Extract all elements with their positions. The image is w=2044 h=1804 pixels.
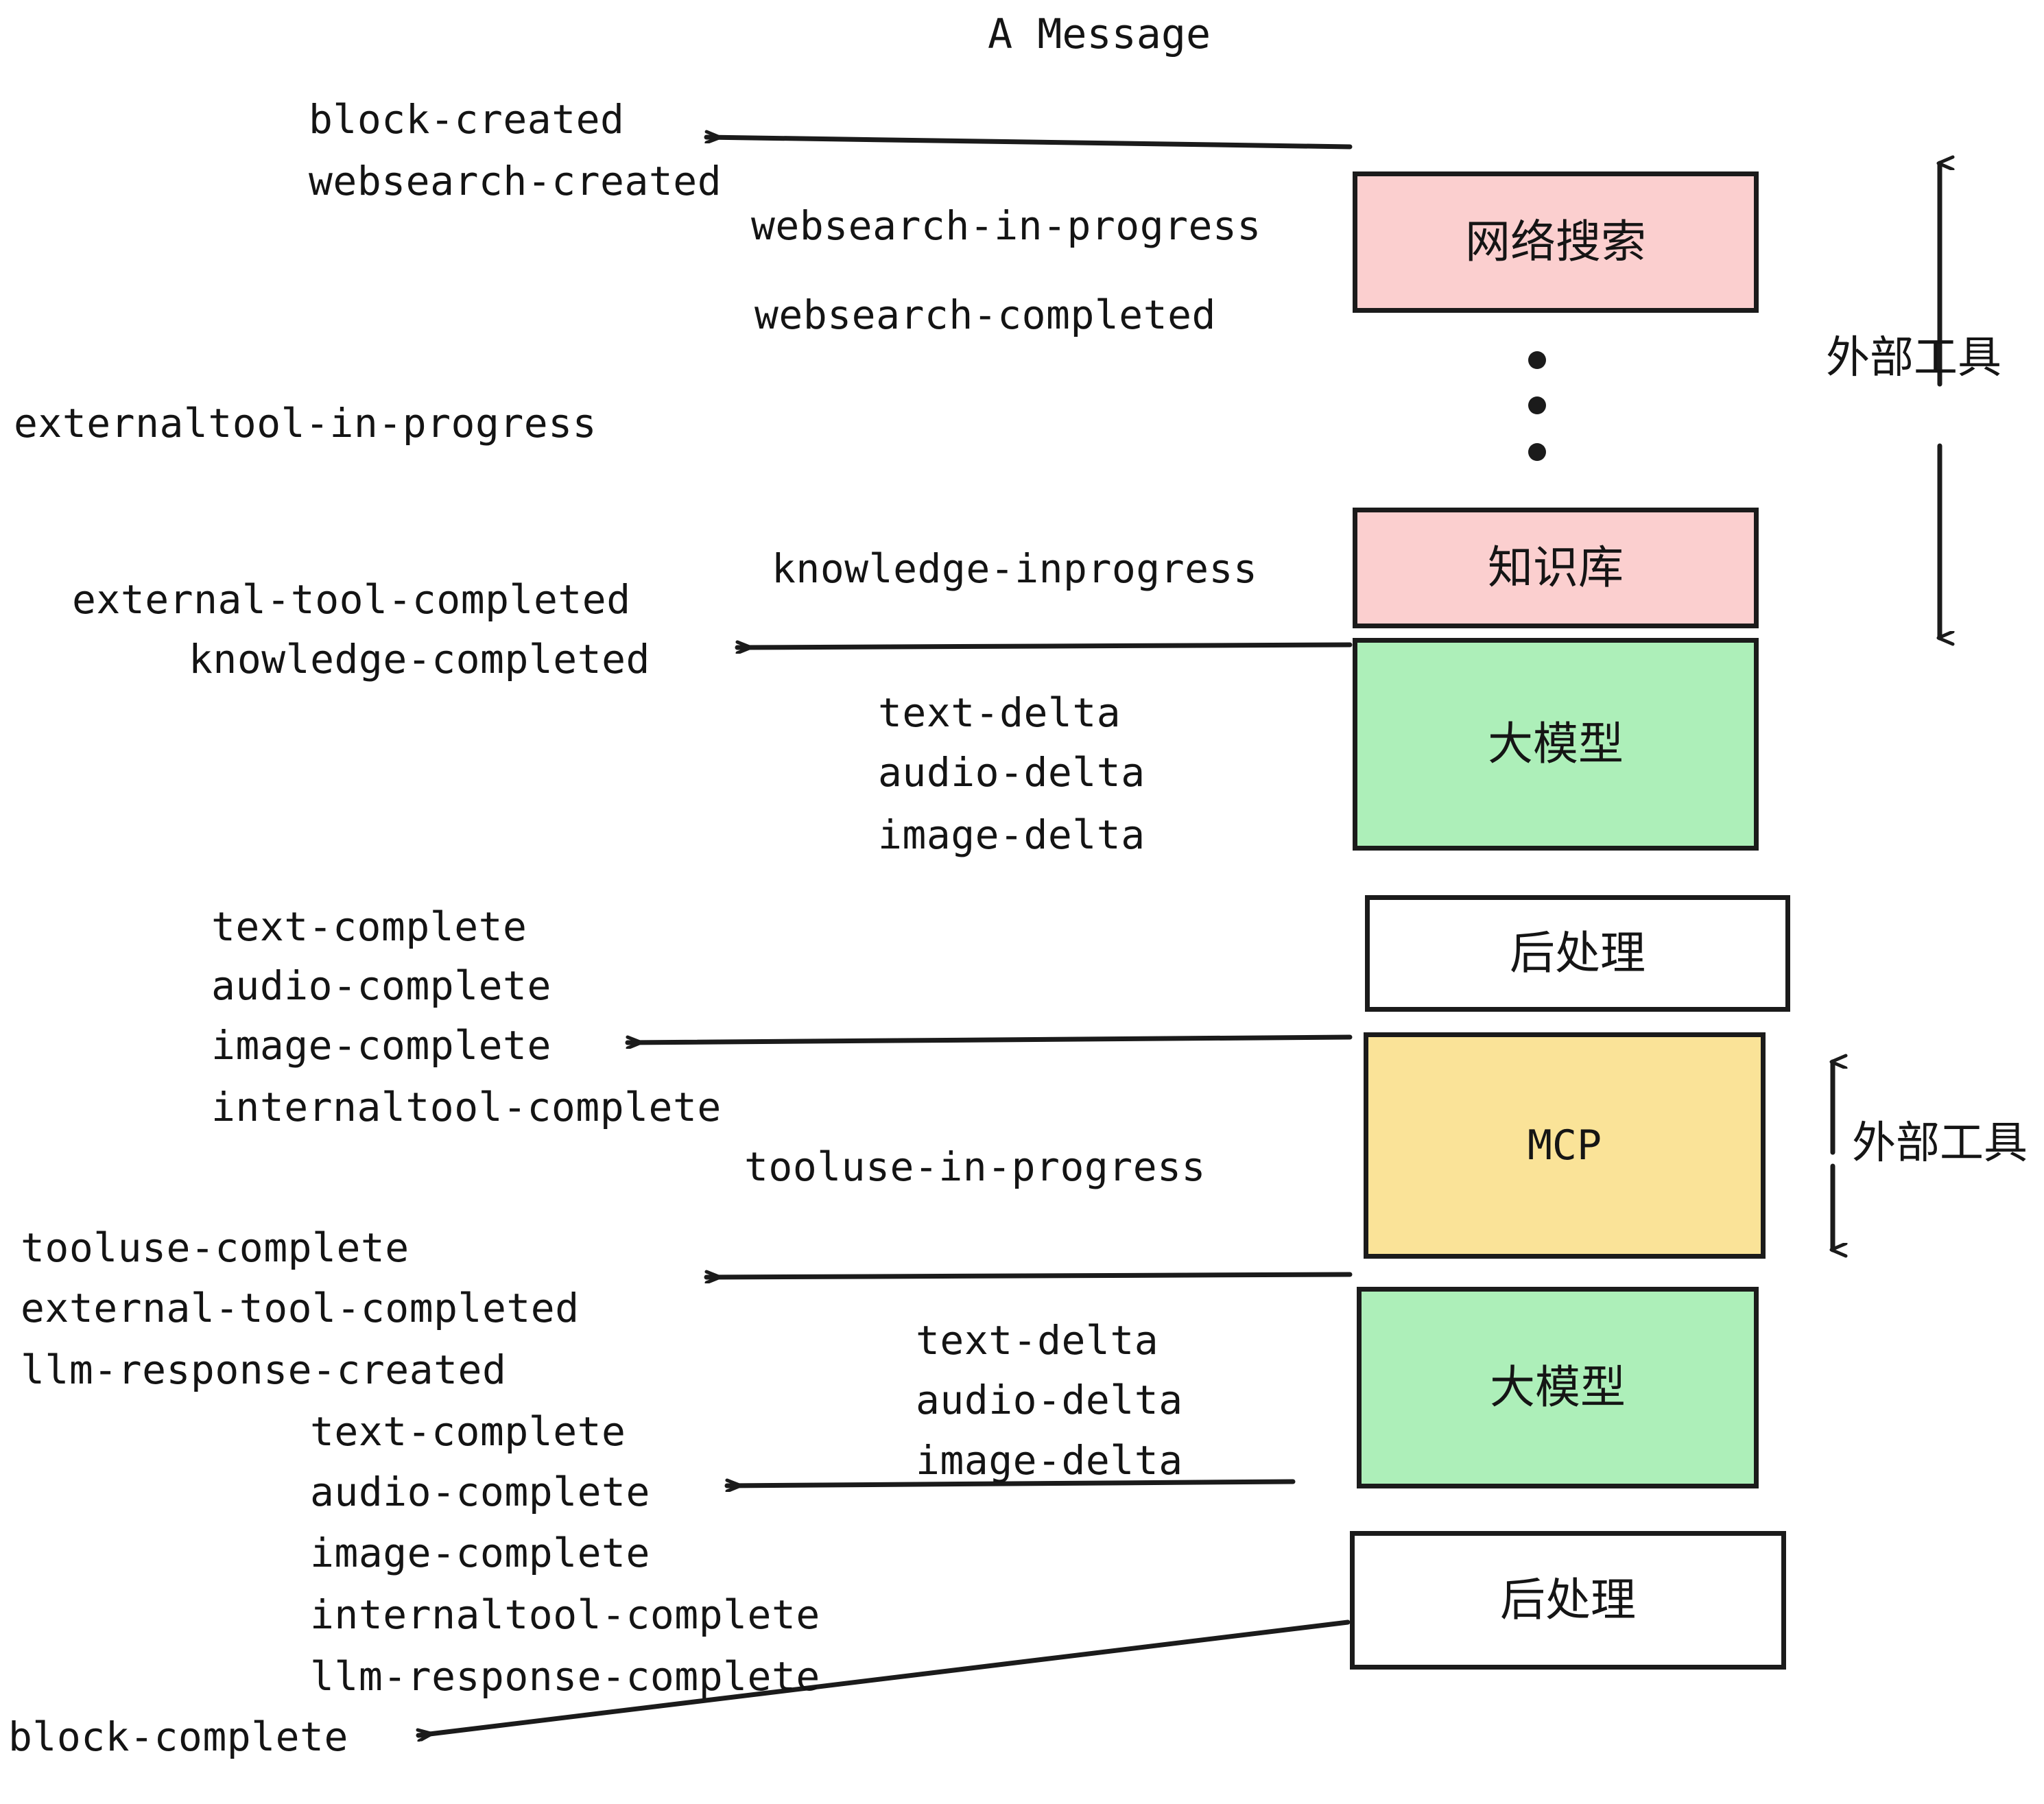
event-websearch-in-progress: websearch-in-progress xyxy=(751,202,1261,249)
ellipsis-dot-2 xyxy=(1528,396,1546,414)
event-audio-complete-1: audio-complete xyxy=(211,962,551,1009)
event-text-complete-1: text-complete xyxy=(211,903,527,950)
node-knowledge-label: 知识库 xyxy=(1488,541,1624,594)
node-mcp-label: MCP xyxy=(1527,1121,1602,1170)
event-llm-response-created: llm-response-created xyxy=(21,1346,507,1393)
event-text-complete-2: text-complete xyxy=(310,1408,626,1455)
arrow-postprocess1-to-events xyxy=(625,1034,1353,1043)
event-image-complete-2: image-complete xyxy=(310,1530,650,1576)
diagram-title: A Message xyxy=(988,10,1211,58)
event-external-tool-completed-2: external-tool-completed xyxy=(21,1285,580,1331)
event-image-delta-2: image-delta xyxy=(916,1437,1183,1484)
event-tooluse-complete: tooluse-complete xyxy=(21,1224,409,1271)
event-text-delta-2: text-delta xyxy=(916,1317,1159,1364)
node-websearch-label: 网络搜索 xyxy=(1465,215,1646,268)
event-internaltool-complete-2: internaltool-complete xyxy=(310,1591,820,1638)
arrow-websearch-to-events xyxy=(704,137,1353,150)
node-postprocess-2[interactable]: 后处理 xyxy=(1350,1531,1786,1670)
node-postprocess-1-label: 后处理 xyxy=(1510,927,1645,980)
event-audio-complete-2: audio-complete xyxy=(310,1469,650,1515)
side-label-external-tools-top: 外部工具 xyxy=(1826,333,2001,383)
event-image-complete-1: image-complete xyxy=(211,1022,551,1069)
event-block-complete: block-complete xyxy=(8,1713,348,1760)
event-text-delta-1: text-delta xyxy=(878,689,1121,736)
event-image-delta-1: image-delta xyxy=(878,811,1145,858)
event-websearch-completed: websearch-completed xyxy=(754,292,1216,338)
ellipsis-dot-1 xyxy=(1528,351,1546,369)
event-websearch-created: websearch-created xyxy=(309,158,722,204)
event-audio-delta-1: audio-delta xyxy=(878,749,1145,796)
event-audio-delta-2: audio-delta xyxy=(916,1377,1183,1423)
node-llm-1-label: 大模型 xyxy=(1488,717,1624,770)
arrow-knowledge-to-events xyxy=(735,645,1353,648)
node-mcp[interactable]: MCP xyxy=(1364,1032,1766,1259)
event-external-tool-completed-1: external-tool-completed xyxy=(72,576,631,623)
node-knowledge[interactable]: 知识库 xyxy=(1353,508,1759,628)
node-postprocess-1[interactable]: 后处理 xyxy=(1365,895,1790,1012)
node-websearch[interactable]: 网络搜索 xyxy=(1353,171,1759,313)
event-internaltool-complete-1: internaltool-complete xyxy=(211,1084,722,1130)
event-block-created: block-created xyxy=(309,96,625,143)
node-postprocess-2-label: 后处理 xyxy=(1500,1574,1636,1626)
ellipsis-dot-3 xyxy=(1528,443,1546,461)
event-knowledge-completed: knowledge-completed xyxy=(189,636,650,683)
event-externaltool-in-progress: externaltool-in-progress xyxy=(14,400,597,447)
node-llm-1[interactable]: 大模型 xyxy=(1353,638,1759,851)
node-llm-2-label: 大模型 xyxy=(1490,1361,1626,1414)
event-tooluse-in-progress: tooluse-in-progress xyxy=(744,1143,1206,1190)
node-llm-2[interactable]: 大模型 xyxy=(1357,1287,1759,1488)
event-llm-response-complete: llm-response-complete xyxy=(310,1653,820,1700)
arrow-mcp-to-events xyxy=(704,1274,1353,1277)
event-knowledge-inprogress: knowledge-inprogress xyxy=(772,545,1258,592)
side-label-external-tools-bottom: 外部工具 xyxy=(1852,1118,2028,1169)
